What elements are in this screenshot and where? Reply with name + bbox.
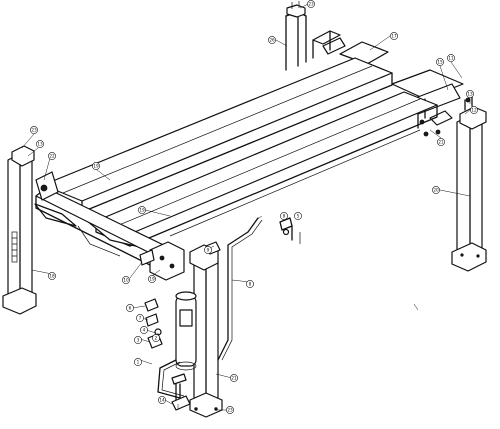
front-left-post xyxy=(2,145,37,315)
hydraulic-hose xyxy=(157,217,263,399)
callout-1: 1 xyxy=(134,358,142,366)
rear-post xyxy=(285,1,307,71)
callout-21-right: 21 xyxy=(437,138,445,146)
callout-13-right: 13 xyxy=(466,90,474,98)
callout-11: 11 xyxy=(447,54,455,62)
callout-4: 4 xyxy=(140,326,148,334)
callout-26: 26 xyxy=(268,36,276,44)
svg-text:17: 17 xyxy=(391,34,397,39)
svg-text:15: 15 xyxy=(437,60,443,65)
callout-18: 18 xyxy=(48,272,56,280)
callout-14: 14 xyxy=(158,396,166,404)
svg-text:14: 14 xyxy=(159,398,165,403)
svg-text:13: 13 xyxy=(467,92,473,97)
svg-text:5: 5 xyxy=(297,214,300,219)
center-post xyxy=(189,244,223,418)
callout-13-left: 13 xyxy=(36,140,44,148)
svg-text:19: 19 xyxy=(139,208,145,213)
callout-23-base: 23 xyxy=(226,406,234,414)
svg-text:23: 23 xyxy=(31,128,37,133)
hydraulic-pump xyxy=(175,291,197,371)
callout-5: 5 xyxy=(294,212,302,220)
callout-17: 17 xyxy=(390,32,398,40)
callout-8-hose: 8 xyxy=(246,280,254,288)
svg-text:22: 22 xyxy=(49,154,55,159)
svg-text:21: 21 xyxy=(438,140,444,145)
front-cross-beam xyxy=(391,69,471,137)
leader-lines xyxy=(21,3,471,411)
svg-text:23: 23 xyxy=(308,2,314,7)
svg-text:6: 6 xyxy=(129,306,132,311)
svg-text:19: 19 xyxy=(93,164,99,169)
svg-text:13: 13 xyxy=(37,142,43,147)
svg-text:8: 8 xyxy=(283,214,286,219)
callout-21-post: 21 xyxy=(230,374,238,382)
callout-2: 2 xyxy=(152,334,160,342)
far-cross-beam xyxy=(312,30,389,65)
svg-text:2: 2 xyxy=(155,336,158,341)
callout-15: 15 xyxy=(436,58,444,66)
callout-19-runway: 19 xyxy=(92,162,100,170)
callout-12: 12 xyxy=(470,106,478,114)
callout-6: 6 xyxy=(126,304,134,312)
front-right-post xyxy=(451,95,487,272)
callout-23-top: 23 xyxy=(307,0,315,8)
callout-9: 9 xyxy=(204,246,212,254)
svg-text:9: 9 xyxy=(207,248,210,253)
callout-23-left: 23 xyxy=(30,126,38,134)
svg-text:3: 3 xyxy=(137,338,140,343)
left-cross-beam xyxy=(35,171,185,281)
callout-7: 7 xyxy=(136,314,144,322)
svg-text:19: 19 xyxy=(149,277,155,282)
svg-text:8: 8 xyxy=(249,282,252,287)
svg-text:20: 20 xyxy=(433,188,439,193)
callout-22: 22 xyxy=(48,152,56,160)
svg-text:21: 21 xyxy=(231,376,237,381)
svg-text:26: 26 xyxy=(269,38,275,43)
callout-10: 10 xyxy=(122,276,130,284)
callout-3: 3 xyxy=(134,336,142,344)
callout-20: 20 xyxy=(432,186,440,194)
svg-text:10: 10 xyxy=(123,278,129,283)
svg-text:18: 18 xyxy=(49,274,55,279)
svg-text:4: 4 xyxy=(143,328,146,333)
svg-text:7: 7 xyxy=(139,316,142,321)
svg-text:1: 1 xyxy=(137,360,140,365)
callout-8-hw: 8 xyxy=(280,212,288,220)
callouts: 23 26 17 15 11 13 12 21 20 23 13 22 19 1… xyxy=(30,0,478,414)
callout-19-beam: 19 xyxy=(148,275,156,283)
svg-text:23: 23 xyxy=(227,408,233,413)
svg-text:12: 12 xyxy=(471,108,477,113)
callout-19-runway-2: 19 xyxy=(138,206,146,214)
svg-text:11: 11 xyxy=(448,56,454,61)
